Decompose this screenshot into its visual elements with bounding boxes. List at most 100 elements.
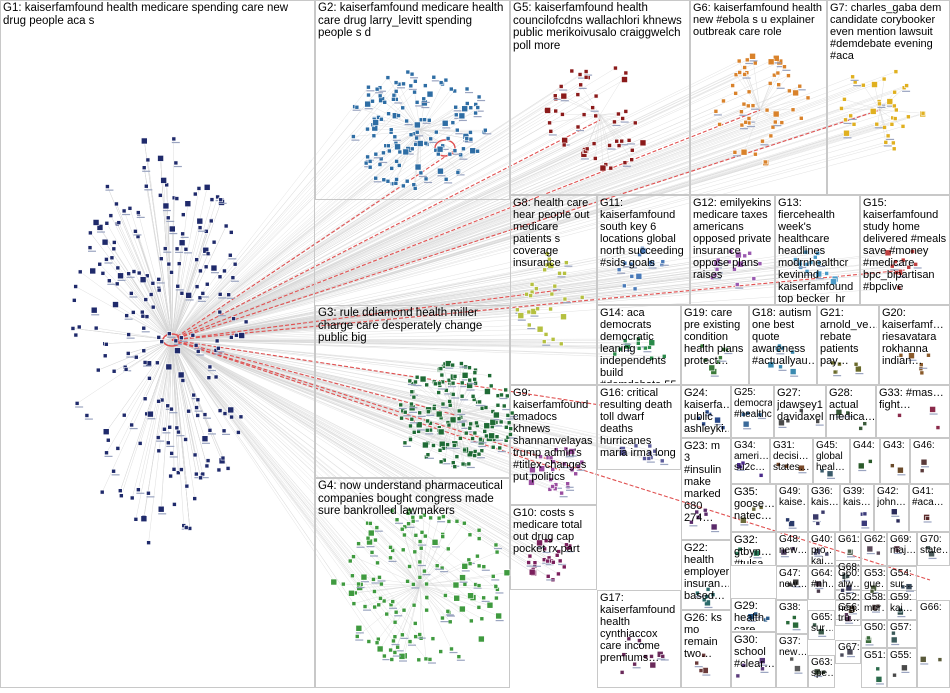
node-g1[interactable]	[112, 369, 116, 373]
node-g1[interactable]	[158, 193, 162, 197]
node-g12[interactable]	[735, 283, 739, 287]
node-g4[interactable]	[440, 616, 444, 620]
node-g6[interactable]	[740, 123, 744, 127]
node-g2[interactable]	[468, 130, 472, 134]
node-g21[interactable]	[833, 370, 837, 374]
node-g3[interactable]	[464, 431, 468, 435]
node-g1[interactable]	[202, 436, 208, 442]
node-g2[interactable]	[406, 70, 410, 74]
node-g1[interactable]	[222, 269, 226, 273]
node-g3[interactable]	[499, 420, 503, 424]
node-g1[interactable]	[227, 293, 231, 297]
node-g1[interactable]	[184, 437, 188, 441]
node-g2[interactable]	[444, 78, 448, 82]
node-g4[interactable]	[368, 521, 372, 525]
node-g1[interactable]	[168, 425, 172, 429]
node-g1[interactable]	[198, 296, 202, 300]
node-g4[interactable]	[425, 595, 429, 599]
node-g1[interactable]	[142, 349, 146, 353]
node-g1[interactable]	[166, 404, 170, 408]
node-g4[interactable]	[446, 609, 450, 613]
node-g4[interactable]	[331, 579, 337, 585]
node-g1[interactable]	[224, 224, 228, 228]
node-g1[interactable]	[112, 240, 116, 244]
node-g2[interactable]	[483, 128, 487, 132]
node-g1[interactable]	[155, 361, 159, 365]
node-g4[interactable]	[487, 602, 493, 608]
node-g5[interactable]	[561, 93, 567, 99]
node-g2[interactable]	[469, 137, 473, 141]
node-g2[interactable]	[368, 159, 372, 163]
node-g2[interactable]	[476, 106, 480, 110]
node-g4[interactable]	[482, 565, 486, 569]
node-g39[interactable]	[863, 512, 867, 516]
node-g6[interactable]	[741, 149, 747, 155]
node-g5[interactable]	[576, 93, 580, 97]
node-g3[interactable]	[458, 436, 462, 440]
node-g44[interactable]	[868, 459, 872, 463]
node-g2[interactable]	[398, 150, 402, 154]
node-g5[interactable]	[623, 161, 627, 165]
node-g4[interactable]	[368, 530, 374, 536]
node-g4[interactable]	[435, 564, 439, 568]
node-g7[interactable]	[849, 114, 853, 118]
node-g2[interactable]	[415, 164, 421, 170]
node-g1[interactable]	[172, 502, 176, 506]
node-g1[interactable]	[93, 219, 99, 225]
node-g1[interactable]	[184, 525, 188, 529]
node-g4[interactable]	[469, 619, 473, 623]
node-g2[interactable]	[414, 122, 420, 128]
node-g7[interactable]	[890, 122, 894, 126]
node-g1[interactable]	[131, 310, 135, 314]
node-g3[interactable]	[447, 423, 451, 427]
node-g1[interactable]	[195, 406, 199, 410]
node-g5[interactable]	[608, 143, 612, 147]
node-g5[interactable]	[624, 71, 628, 75]
node-g1[interactable]	[163, 203, 169, 209]
node-g1[interactable]	[129, 291, 133, 295]
node-g3[interactable]	[431, 443, 435, 447]
node-g6[interactable]	[743, 72, 747, 76]
node-g1[interactable]	[147, 411, 153, 417]
node-g8[interactable]	[563, 271, 567, 275]
node-g3[interactable]	[468, 426, 472, 430]
node-g4[interactable]	[420, 530, 424, 534]
node-g3[interactable]	[426, 419, 430, 423]
node-g7[interactable]	[884, 140, 888, 144]
node-g1[interactable]	[179, 240, 185, 246]
node-g1[interactable]	[157, 335, 161, 339]
node-g5[interactable]	[633, 121, 637, 125]
node-g1[interactable]	[179, 468, 183, 472]
node-g1[interactable]	[166, 216, 170, 220]
node-g1[interactable]	[229, 230, 233, 234]
node-g1[interactable]	[143, 397, 147, 401]
node-g2[interactable]	[454, 113, 458, 117]
node-g7[interactable]	[894, 108, 898, 112]
node-g5[interactable]	[621, 116, 625, 120]
node-g8[interactable]	[558, 271, 562, 275]
node-g37[interactable]	[794, 666, 800, 672]
node-g43[interactable]	[897, 467, 903, 473]
node-g1[interactable]	[180, 291, 184, 295]
node-g3[interactable]	[478, 400, 482, 404]
node-g1[interactable]	[126, 351, 130, 355]
node-g4[interactable]	[396, 645, 400, 649]
node-g5[interactable]	[617, 144, 621, 148]
node-g8[interactable]	[527, 310, 531, 314]
node-g4[interactable]	[390, 657, 394, 661]
node-g67[interactable]	[840, 653, 844, 657]
node-g2[interactable]	[422, 97, 426, 101]
node-g3[interactable]	[408, 424, 412, 428]
node-g5[interactable]	[578, 73, 582, 77]
node-g33[interactable]	[898, 413, 902, 417]
node-g46[interactable]	[921, 459, 927, 465]
node-g5[interactable]	[579, 83, 583, 87]
node-g1[interactable]	[204, 184, 210, 190]
node-g3[interactable]	[451, 461, 455, 465]
node-g2[interactable]	[389, 128, 393, 132]
node-g1[interactable]	[157, 288, 161, 292]
node-g1[interactable]	[169, 407, 173, 411]
node-g1[interactable]	[191, 333, 195, 337]
node-g4[interactable]	[348, 590, 354, 596]
node-g3[interactable]	[507, 421, 511, 425]
